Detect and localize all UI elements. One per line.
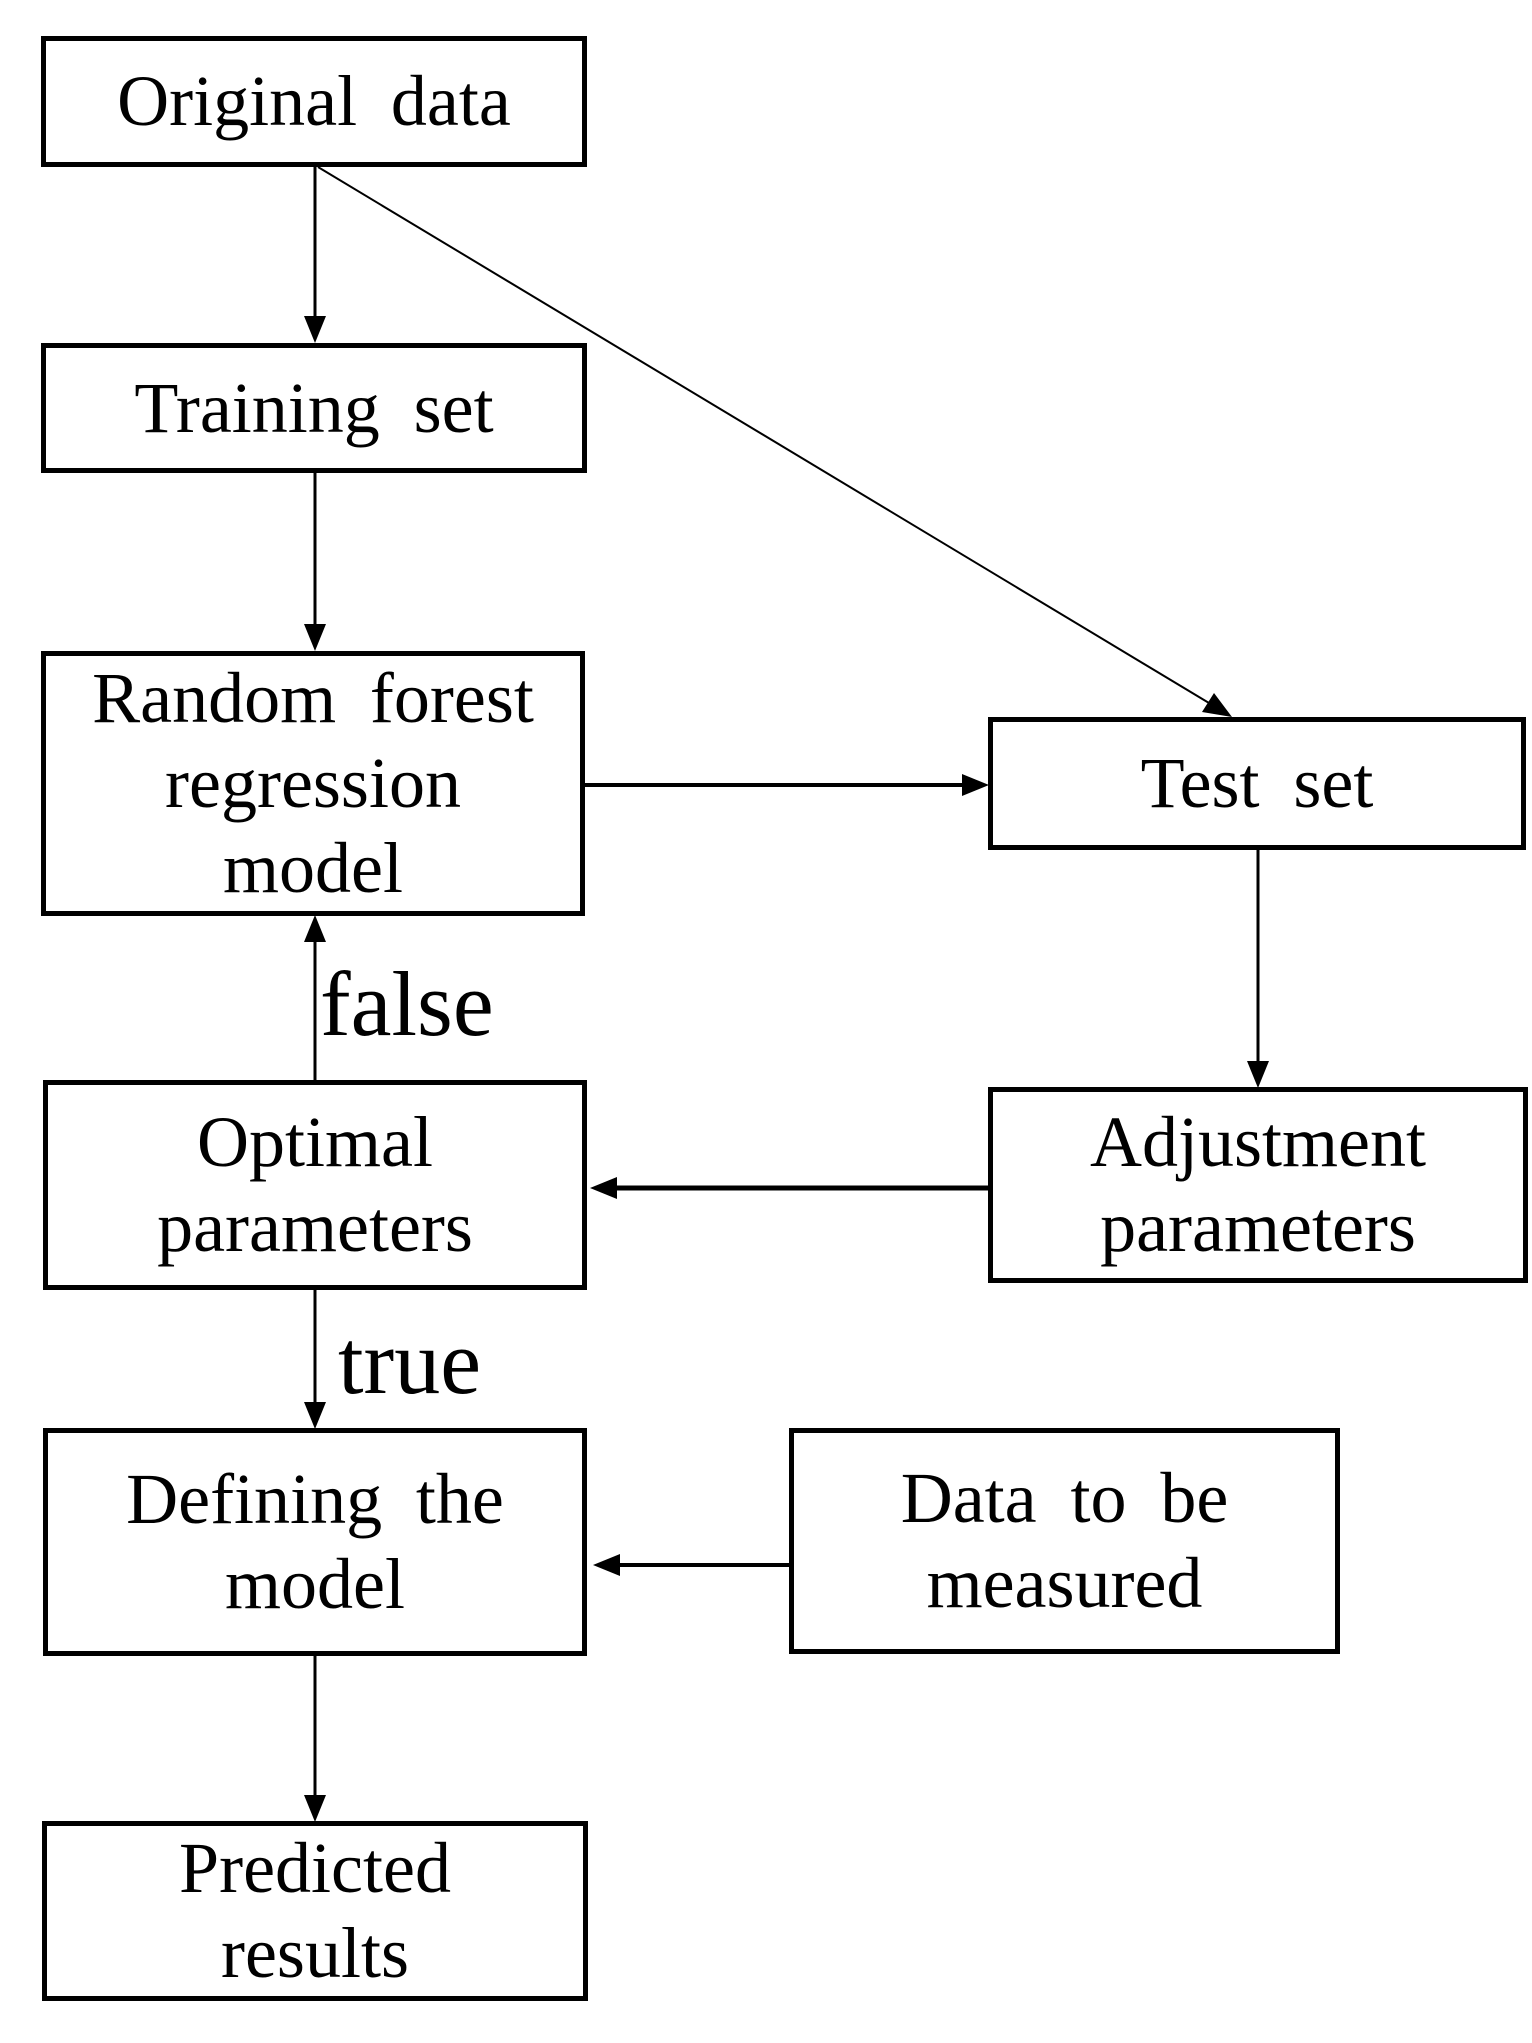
node-original-data: Original data — [41, 36, 587, 167]
node-optimal-parameters-label: Optimal parameters — [157, 1102, 473, 1267]
node-training-set: Training set — [41, 343, 587, 473]
node-data-to-be-measured: Data to be measured — [789, 1428, 1340, 1654]
node-original-data-label: Original data — [117, 61, 511, 141]
node-adjustment-parameters-label: Adjustment parameters — [1090, 1102, 1426, 1267]
edge-label-true: true — [338, 1311, 482, 1413]
node-optimal-parameters: Optimal parameters — [43, 1080, 587, 1290]
node-random-forest-regression-model: Random forest regression model — [41, 651, 585, 916]
node-data-to-be-measured-label: Data to be measured — [900, 1458, 1229, 1623]
arrow-training-set-to-rf-model — [304, 473, 326, 651]
node-predicted-results: Predicted results — [42, 1821, 588, 2001]
arrow-defining-model-to-predicted-results — [304, 1656, 326, 1822]
node-defining-the-model: Defining the model — [43, 1428, 587, 1656]
arrow-test-set-to-adjustment-parameters — [1247, 850, 1269, 1088]
node-test-set: Test set — [988, 717, 1526, 850]
arrow-rf-model-to-test-set — [585, 774, 989, 796]
edge-label-false: false — [320, 953, 494, 1055]
arrow-adjustment-parameters-to-optimal-parameters — [590, 1177, 988, 1199]
node-adjustment-parameters: Adjustment parameters — [988, 1087, 1528, 1283]
node-defining-the-model-label: Defining the model — [126, 1459, 504, 1624]
node-test-set-label: Test set — [1140, 743, 1374, 823]
node-training-set-label: Training set — [134, 367, 494, 448]
node-predicted-results-label: Predicted results — [179, 1828, 451, 1993]
arrow-original-data-to-training-set — [304, 167, 326, 343]
arrow-data-to-be-measured-to-defining-model — [593, 1554, 789, 1576]
node-random-forest-regression-model-label: Random forest regression model — [92, 658, 534, 908]
arrow-optimal-parameters-to-defining-model-true — [304, 1290, 326, 1429]
